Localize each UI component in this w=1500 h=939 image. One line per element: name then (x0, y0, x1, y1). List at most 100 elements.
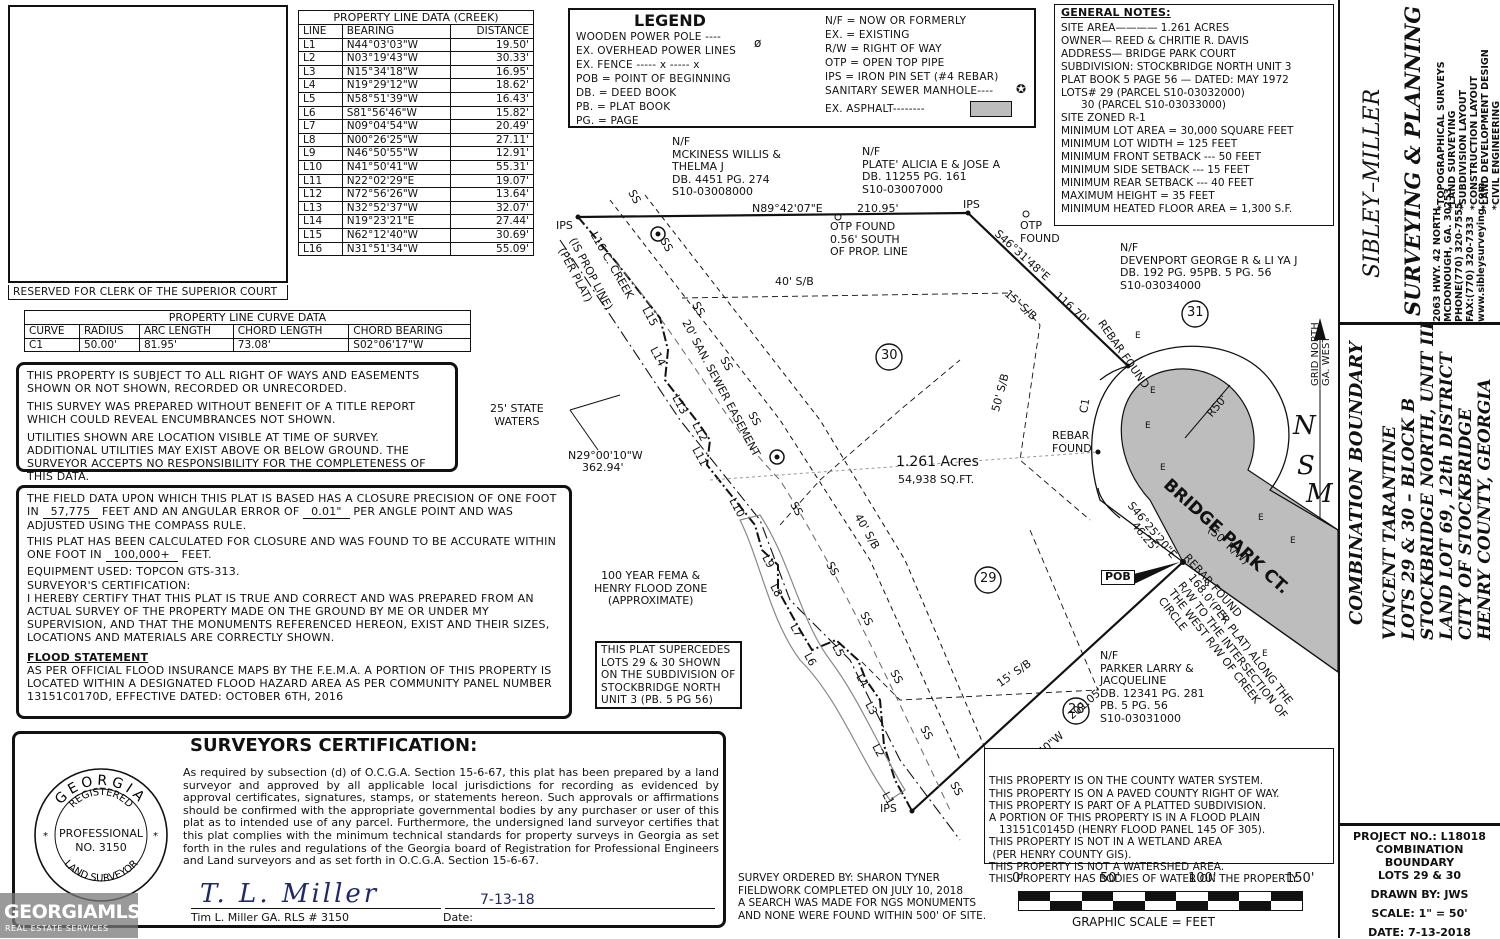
closure-text-c: PER ANGLE POINT AND WAS ADJUSTED USING T… (27, 505, 514, 532)
list-item: OWNER— REED & CHRITIE R. DAVIS (1061, 34, 1249, 47)
date-line (445, 908, 715, 909)
bearing-cell: N03°19'43"W (341, 51, 452, 66)
list-item: 13151C0145D (HENRY FLOOD PANEL 145 OF 30… (989, 824, 1266, 837)
line-cell: L13 (298, 200, 343, 216)
distance-cell: 30.33' (450, 51, 534, 66)
grid-north: GRID NORTH GA. WEST (1310, 322, 1332, 386)
easement-e-label: E (1160, 463, 1166, 473)
line-label-l11: L11 (689, 444, 711, 469)
bearing-cell: N72°56'26"W (341, 187, 452, 202)
line-label-l2: L2 (869, 741, 888, 760)
supercedes-2: ON THE SUBDIVISION OF (601, 669, 736, 681)
setback-15-bottom: 15' S/B (994, 656, 1034, 690)
otp-found2-1: FOUND (1020, 231, 1060, 245)
general-notes-title: GENERAL NOTES: (1061, 6, 1171, 19)
project-type: COMBINATION BOUNDARY (1375, 843, 1464, 869)
easement-e-label: E (1222, 613, 1228, 623)
bearing-cell: N09°04'54"W (341, 119, 452, 134)
client-line: CITY OF STOCKBRIDGE (1456, 408, 1476, 640)
scale-segment (1239, 892, 1271, 901)
ss-label: SS (917, 723, 936, 742)
line-label-l13: L13 (669, 392, 691, 417)
firm-name: SIBLEY–MILLER (1360, 88, 1385, 278)
lot-31: 31 (1187, 305, 1204, 320)
list-item: THIS PROPERTY IS PART OF A PLATTED SUBDI… (989, 799, 1267, 812)
line-cell: L10 (298, 159, 343, 175)
scale-segment (1239, 901, 1271, 910)
survey-info-2: A SEARCH WAS MADE FOR NGS MONUMENTS (738, 897, 977, 910)
legend-item-asphalt: EX. ASPHALT-------- (825, 103, 925, 115)
watermark-sub: REAL ESTATE SERVICES (5, 924, 109, 933)
curve-h2: ARC LENGTH (138, 324, 234, 339)
distance-cell: 15.82' (450, 105, 534, 121)
line-cell: L6 (298, 105, 343, 121)
nf-parker-4: PB. 5 PG. 56 (1100, 699, 1168, 712)
line-label-l12: L12 (689, 419, 711, 444)
rebar-found-2a: REBAR (1052, 429, 1090, 442)
bearing-cell: S81°56'46"W (341, 105, 452, 121)
ips-label-2: IPS (963, 198, 980, 211)
list-item: (PER HENRY COUNTY GIS). (989, 848, 1132, 861)
line-cell: L16 (298, 241, 343, 257)
setback-40-top: 40' S/B (775, 275, 814, 288)
scale-tick-50: 50' (1100, 871, 1121, 886)
equipment-line: EQUIPMENT USED: TOPCON GTS-313. (27, 565, 240, 578)
scale-text: SCALE: 1" = 50' (1371, 907, 1468, 920)
nf-devenport-3: S10-03034000 (1120, 278, 1201, 292)
nf-plate-3: S10-03007000 (862, 182, 943, 196)
title-type: COMBINATION BOUNDARY (1346, 341, 1367, 625)
closure-text-b: FEET AND AN ANGULAR ERROR OF (101, 505, 300, 518)
list-item: SITE AREA———— 1.261 ACRES (1061, 22, 1230, 34)
otp-found-0: OTP FOUND (830, 220, 896, 233)
curve-c4: S02°06'17"W (348, 337, 471, 353)
survey-info-1: FIELDWORK COMPLETED ON JULY 10, 2018 (738, 884, 964, 897)
bearing-cell: N41°50'41"W (341, 159, 452, 175)
setback-15-top: 15' S/B (1001, 287, 1040, 323)
angular-error-value: 0.01" (303, 505, 350, 519)
distance-cell: 55.31' (450, 159, 534, 175)
scale-segment (1144, 892, 1177, 901)
firm-address-line: 2063 HWY. 42 NORTH (1432, 207, 1443, 322)
scale-segment (1081, 892, 1114, 901)
legend-item-ips: IPS = IRON PIN SET (#4 REBAR) (825, 71, 999, 83)
distance-cell: 19.50' (450, 37, 534, 53)
scale-segment (1081, 901, 1114, 910)
ss-label: SS (823, 559, 842, 578)
nf-plate-0: N/F (862, 145, 881, 158)
otp-found: OTP FOUND 0.56' SOUTH OF PROP. LINE (830, 220, 908, 259)
supercedes-box: THIS PLAT SUPERCEDES LOTS 29 & 30 SHOWN … (595, 641, 742, 709)
title-block (1338, 0, 1500, 938)
fema-1: HENRY FLOOD ZONE (594, 581, 708, 595)
col-line: LINE (298, 24, 343, 39)
curve-c2: 81.95' (138, 337, 234, 353)
distance-cell: 13.64' (450, 187, 534, 202)
property-notes-box: THIS PROPERTY IS ON THE COUNTY WATER SYS… (984, 748, 1334, 885)
drawn-by: DRAWN BY: JWS (1370, 888, 1469, 901)
accuracy-paragraph: THIS PLAT HAS BEEN CALCULATED FOR CLOSUR… (27, 535, 561, 562)
date-text: DATE: 7-13-2018 (1368, 926, 1471, 939)
firm-address-line: PHONE(770) 320-7555 (1454, 202, 1465, 322)
easement-e-label: E (1204, 579, 1210, 589)
total-acres: 1.261 Acres (896, 454, 979, 470)
total-sqft: 54,938 SQ.FT. (898, 473, 975, 486)
disclaimer-3: UTILITIES SHOWN ARE LOCATION VISIBLE AT … (27, 431, 426, 483)
line-label-l3: L3 (862, 699, 881, 718)
pole-icon: ø (754, 36, 762, 50)
curve-h4: CHORD BEARING (348, 324, 471, 339)
nf-devenport-2: DB. 192 PG. 95PB. 5 PG. 56 (1120, 266, 1272, 279)
state-waters-1: WATERS (494, 414, 540, 428)
distance-cell: 30.69' (450, 227, 534, 243)
radius-label: R50' (1204, 392, 1231, 420)
line-cell: L5 (298, 91, 343, 107)
rebar-found-1b: FOUND (1118, 350, 1153, 391)
legend-item-power-lines: EX. OVERHEAD POWER LINES (576, 45, 736, 57)
easement-e-label: E (1135, 331, 1141, 341)
bearing-cell: N19°23'21"E (341, 214, 452, 229)
survey-info: SURVEY ORDERED BY: SHARON TYNER FIELDWOR… (738, 872, 986, 922)
otp-found-2: OTP FOUND (1020, 219, 1060, 245)
curve-c1: 50.00' (78, 337, 140, 353)
